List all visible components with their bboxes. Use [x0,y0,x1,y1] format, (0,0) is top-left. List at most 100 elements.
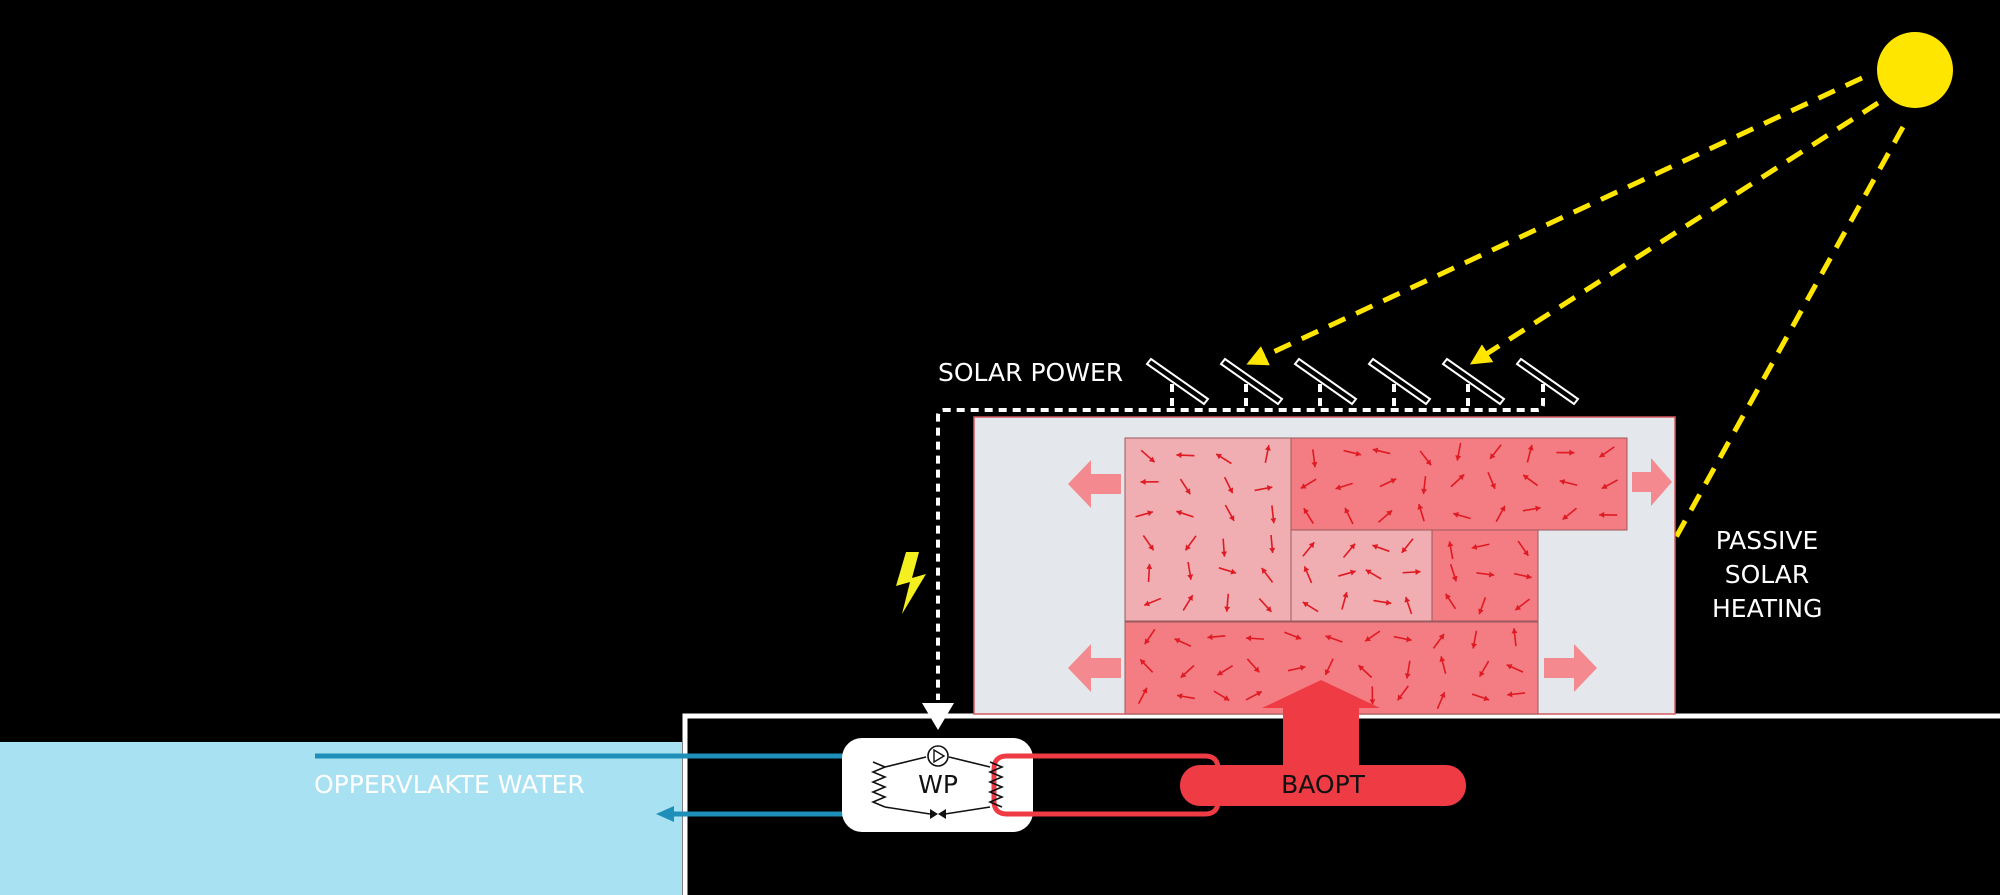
heat-molecule-arrow-head [1217,669,1224,676]
water-arrow-head [656,806,674,822]
passive-solar-heating-label: PASSIVE SOLAR HEATING [1712,524,1822,626]
baopt-up-arrow [1262,680,1380,708]
heat-molecule-arrow-head [1311,461,1318,468]
heat-molecule-arrow-head [1471,544,1478,550]
ground-line [682,713,2000,895]
warm-zone [1124,437,1292,622]
solar-panel-icon [1219,357,1284,406]
heat-loss-arrow [1068,644,1121,692]
heat-molecule-arrow-head [1358,665,1365,671]
heat-molecule-arrow-head [1404,596,1411,603]
heat-molecule-arrow-head [1246,635,1252,642]
heat-molecule-arrow-head [1507,691,1513,698]
heat-molecule-arrow-head [1187,595,1193,601]
heat-molecule-arrow-head [1299,664,1306,671]
heat-loss-arrows [1068,458,1672,692]
passive-label-line: SOLAR [1724,560,1810,589]
heat-molecule-arrow-head [1261,568,1268,574]
heat-molecule-arrow-head [1303,566,1310,573]
heat-molecule-arrow-head [1148,456,1155,463]
baopt-stem [1283,700,1359,770]
power-wire-main [936,384,1545,700]
heat-molecule-arrow-head [1511,628,1518,634]
sun-ray [1628,125,1906,623]
heat-molecule-arrow-head [1397,694,1403,701]
heat-molecule-arrow-head [1144,638,1151,645]
heat-molecule-arrow-head [1176,510,1183,516]
heat-molecule-arrow-head [1148,544,1154,551]
heat-molecule-arrow-head [1599,511,1605,518]
heat-molecule-arrow-head [1349,543,1356,550]
heat-pump-internals [870,756,1005,815]
heat-molecule-arrow-head [1185,544,1191,551]
heat-molecule-arrow-head [1438,633,1445,640]
heat-molecule-arrow-head [1221,551,1228,557]
heat-molecule-arrow-head [1308,542,1315,549]
solar-panel-icon [1441,357,1506,406]
heat-molecule-arrow-head [1146,563,1153,570]
heat-molecule-arrow-head [1483,695,1490,702]
heat-molecule-arrow-head [1140,478,1146,485]
heat-molecule-arrow-head [1256,691,1262,697]
heat-molecule-arrow-head [1324,669,1331,675]
heat-molecules [1135,442,1619,710]
baopt-label: BAOPT [1281,770,1365,799]
heat-molecule-arrow-head [1147,510,1153,517]
heat-molecule-arrow-head [1350,569,1356,576]
sun-icon [1877,32,1953,108]
heat-molecule-arrow-head [1216,453,1222,460]
heat-molecule-arrow-head [1523,474,1529,481]
refrigerant-lines [884,756,991,815]
passive-label-line: HEATING [1712,594,1823,623]
sun-rays [1246,75,1906,623]
surface-water [0,742,682,895]
heat-molecule-arrow-head [1415,568,1421,575]
heat-exchanger-coil-icon [870,761,888,808]
heat-molecule-arrow-head [1455,455,1462,461]
heat-molecule-arrow-head [1527,444,1534,451]
heat-molecule-arrow-head [1439,656,1446,662]
heat-molecule-arrow-head [1499,505,1506,512]
heat-molecule-arrow-head [1488,571,1495,578]
heat-molecule-arrow-head [1439,692,1446,698]
heat-molecule-arrow-head [1224,606,1231,612]
heat-loss-arrow [1632,458,1672,506]
heat-molecule-arrow-head [1342,592,1349,598]
heat-molecule-arrow-head [1253,666,1260,673]
heat-molecule-arrow-head [1401,547,1408,553]
heat-pump-label: WP [918,770,958,799]
lightning-bolt-icon [896,552,926,614]
heat-molecule-arrow-head [1174,638,1181,644]
baopt-bar [1180,765,1466,806]
heat-molecule-arrow-head [1599,451,1606,458]
heat-molecule-arrow-head [1266,485,1273,491]
pump-triangle [933,748,946,764]
heat-molecule-arrow-head [1447,541,1454,547]
heat-molecule-arrow-head [1445,593,1451,600]
heat-molecule-arrow-head [1303,508,1309,515]
heat-molecule-arrow-head [1404,673,1411,679]
heat-molecule-arrow-head [1302,602,1309,608]
heat-molecule-arrow-head [1458,474,1465,481]
solar-power-label: SOLAR POWER [938,358,1124,387]
heat-molecule-arrow-head [1490,453,1496,459]
heat-molecule-arrow-head [1471,643,1478,649]
heat-molecule-arrow-head [1335,484,1342,491]
heat-molecule-arrow-head [1141,687,1148,694]
heat-molecule-arrow-head [1515,604,1522,611]
solar-panel-icon [1145,357,1210,406]
heat-molecule-arrow-head [1451,575,1458,582]
heat-molecule-arrow-head [1227,487,1234,494]
heat-molecule-arrow-head [1144,600,1150,607]
heat-molecule-arrow-head [1559,479,1566,485]
heat-exchanger-coil-icon [987,761,1005,808]
heat-loss-arrow [1068,460,1121,508]
heat-molecule-arrow-head [1300,483,1307,489]
heat-molecule-arrow-head [1365,635,1371,642]
heat-molecule-arrow-head [1372,544,1379,550]
heat-molecule-arrow-head [1417,504,1424,510]
passive-label-line: PASSIVE [1715,526,1819,555]
heat-molecule-arrow-head [1390,478,1397,484]
heat-molecule-arrow-head [1421,488,1428,495]
heat-molecule-arrow-head [1355,450,1362,457]
